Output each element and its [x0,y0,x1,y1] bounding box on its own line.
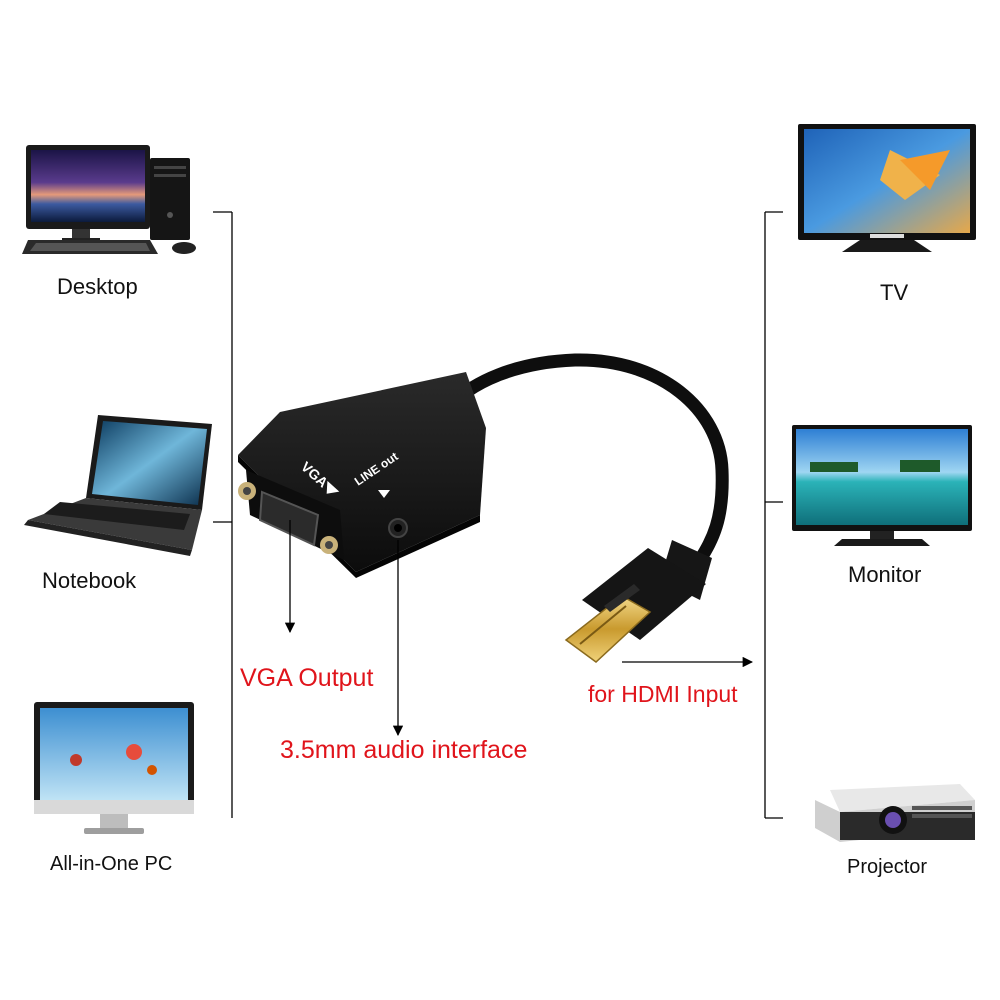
tv-label: TV [880,280,909,305]
desktop-computer-icon [22,145,196,254]
tv-icon [798,124,976,252]
monitor-icon [792,425,972,546]
projector-label: Projector [847,856,928,878]
vga-output-callout: VGA Output [240,664,374,692]
laptop-icon [24,415,212,556]
vga-port [238,482,338,554]
all-in-one-pc-icon [34,702,194,834]
hdmi-input-callout: for HDMI Input [588,681,738,707]
notebook-label: Notebook [42,568,137,593]
left-bracket [213,211,233,818]
desktop-label: Desktop [57,274,138,299]
audio-jack [388,518,408,538]
vga-marking-arrow [326,480,340,494]
hdmi-plug [564,548,706,663]
all-in-one-pc-label: All-in-One PC [50,853,173,875]
line-out-marking-arrow [378,490,390,498]
right-bracket [764,211,783,819]
projector-icon [815,784,975,842]
audio-interface-callout: 3.5mm audio interface [280,736,528,764]
monitor-label: Monitor [848,562,922,587]
